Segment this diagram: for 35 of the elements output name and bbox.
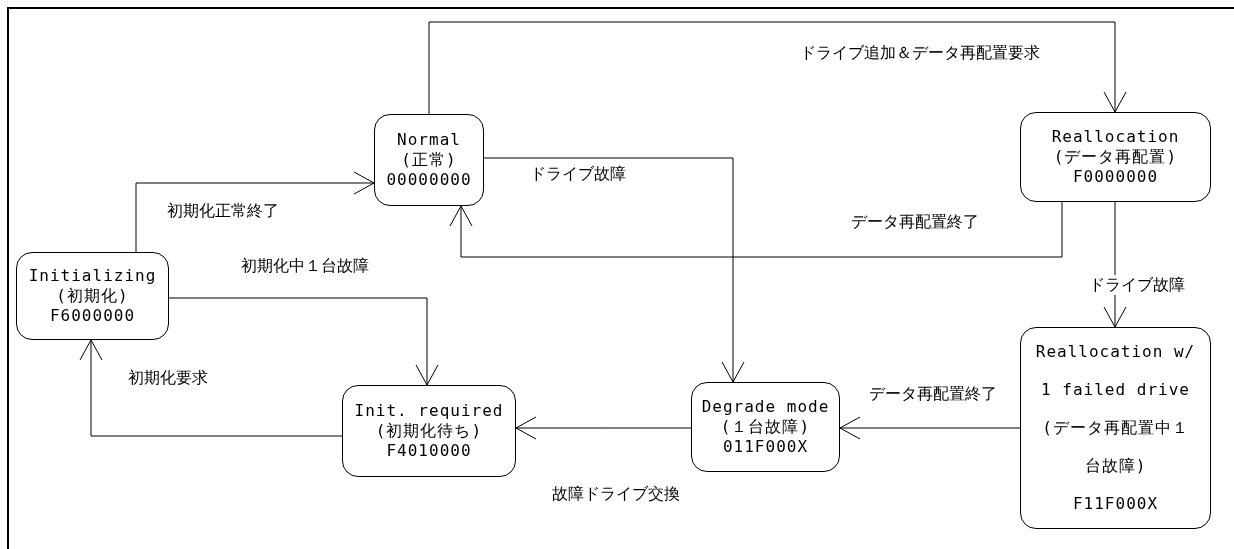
edge-label: 初期化中１台故障 — [239, 256, 371, 276]
state-box — [342, 385, 516, 477]
state-box — [16, 252, 169, 340]
arrow — [135, 171, 375, 253]
state-name: Normal — [397, 130, 461, 150]
state-label: (正常) — [401, 150, 457, 170]
arrow — [79, 339, 343, 437]
state-name: Reallocation — [1051, 127, 1180, 147]
state-label: (初期化) — [56, 286, 129, 306]
state-code: F4010000 — [386, 441, 472, 461]
arrow — [515, 416, 692, 440]
state-label: (データ再配置) — [1053, 147, 1178, 167]
state-code: F6000000 — [49, 306, 136, 326]
arrow — [449, 201, 1063, 258]
state-label: (初期化待ち) — [375, 421, 483, 441]
edge-label: 故障ドライブ交換 — [550, 484, 683, 504]
state-label: (データ再配置中１台故障) — [1041, 417, 1190, 477]
state-box — [691, 382, 840, 472]
state-box — [1020, 327, 1211, 529]
state-code: F11F000X — [1072, 493, 1159, 515]
state-box — [1020, 112, 1211, 202]
state-name: Degrade mode — [701, 397, 830, 417]
arrow — [483, 157, 745, 383]
state-name: Init. required — [354, 401, 504, 421]
state-name: Reallocation w/ 1 failed drive — [1034, 341, 1197, 401]
state-label: (１台故障) — [720, 417, 811, 437]
state-name: Initializing — [28, 266, 157, 286]
state-code: 00000000 — [386, 170, 472, 190]
edge-label: 初期化要求 — [125, 368, 210, 388]
arrow — [428, 21, 1127, 115]
arrow — [168, 297, 439, 386]
state-code: 011F000X — [722, 437, 809, 457]
arrow — [839, 416, 1021, 440]
state-code: F0000000 — [1072, 167, 1159, 187]
state-box — [374, 114, 484, 206]
